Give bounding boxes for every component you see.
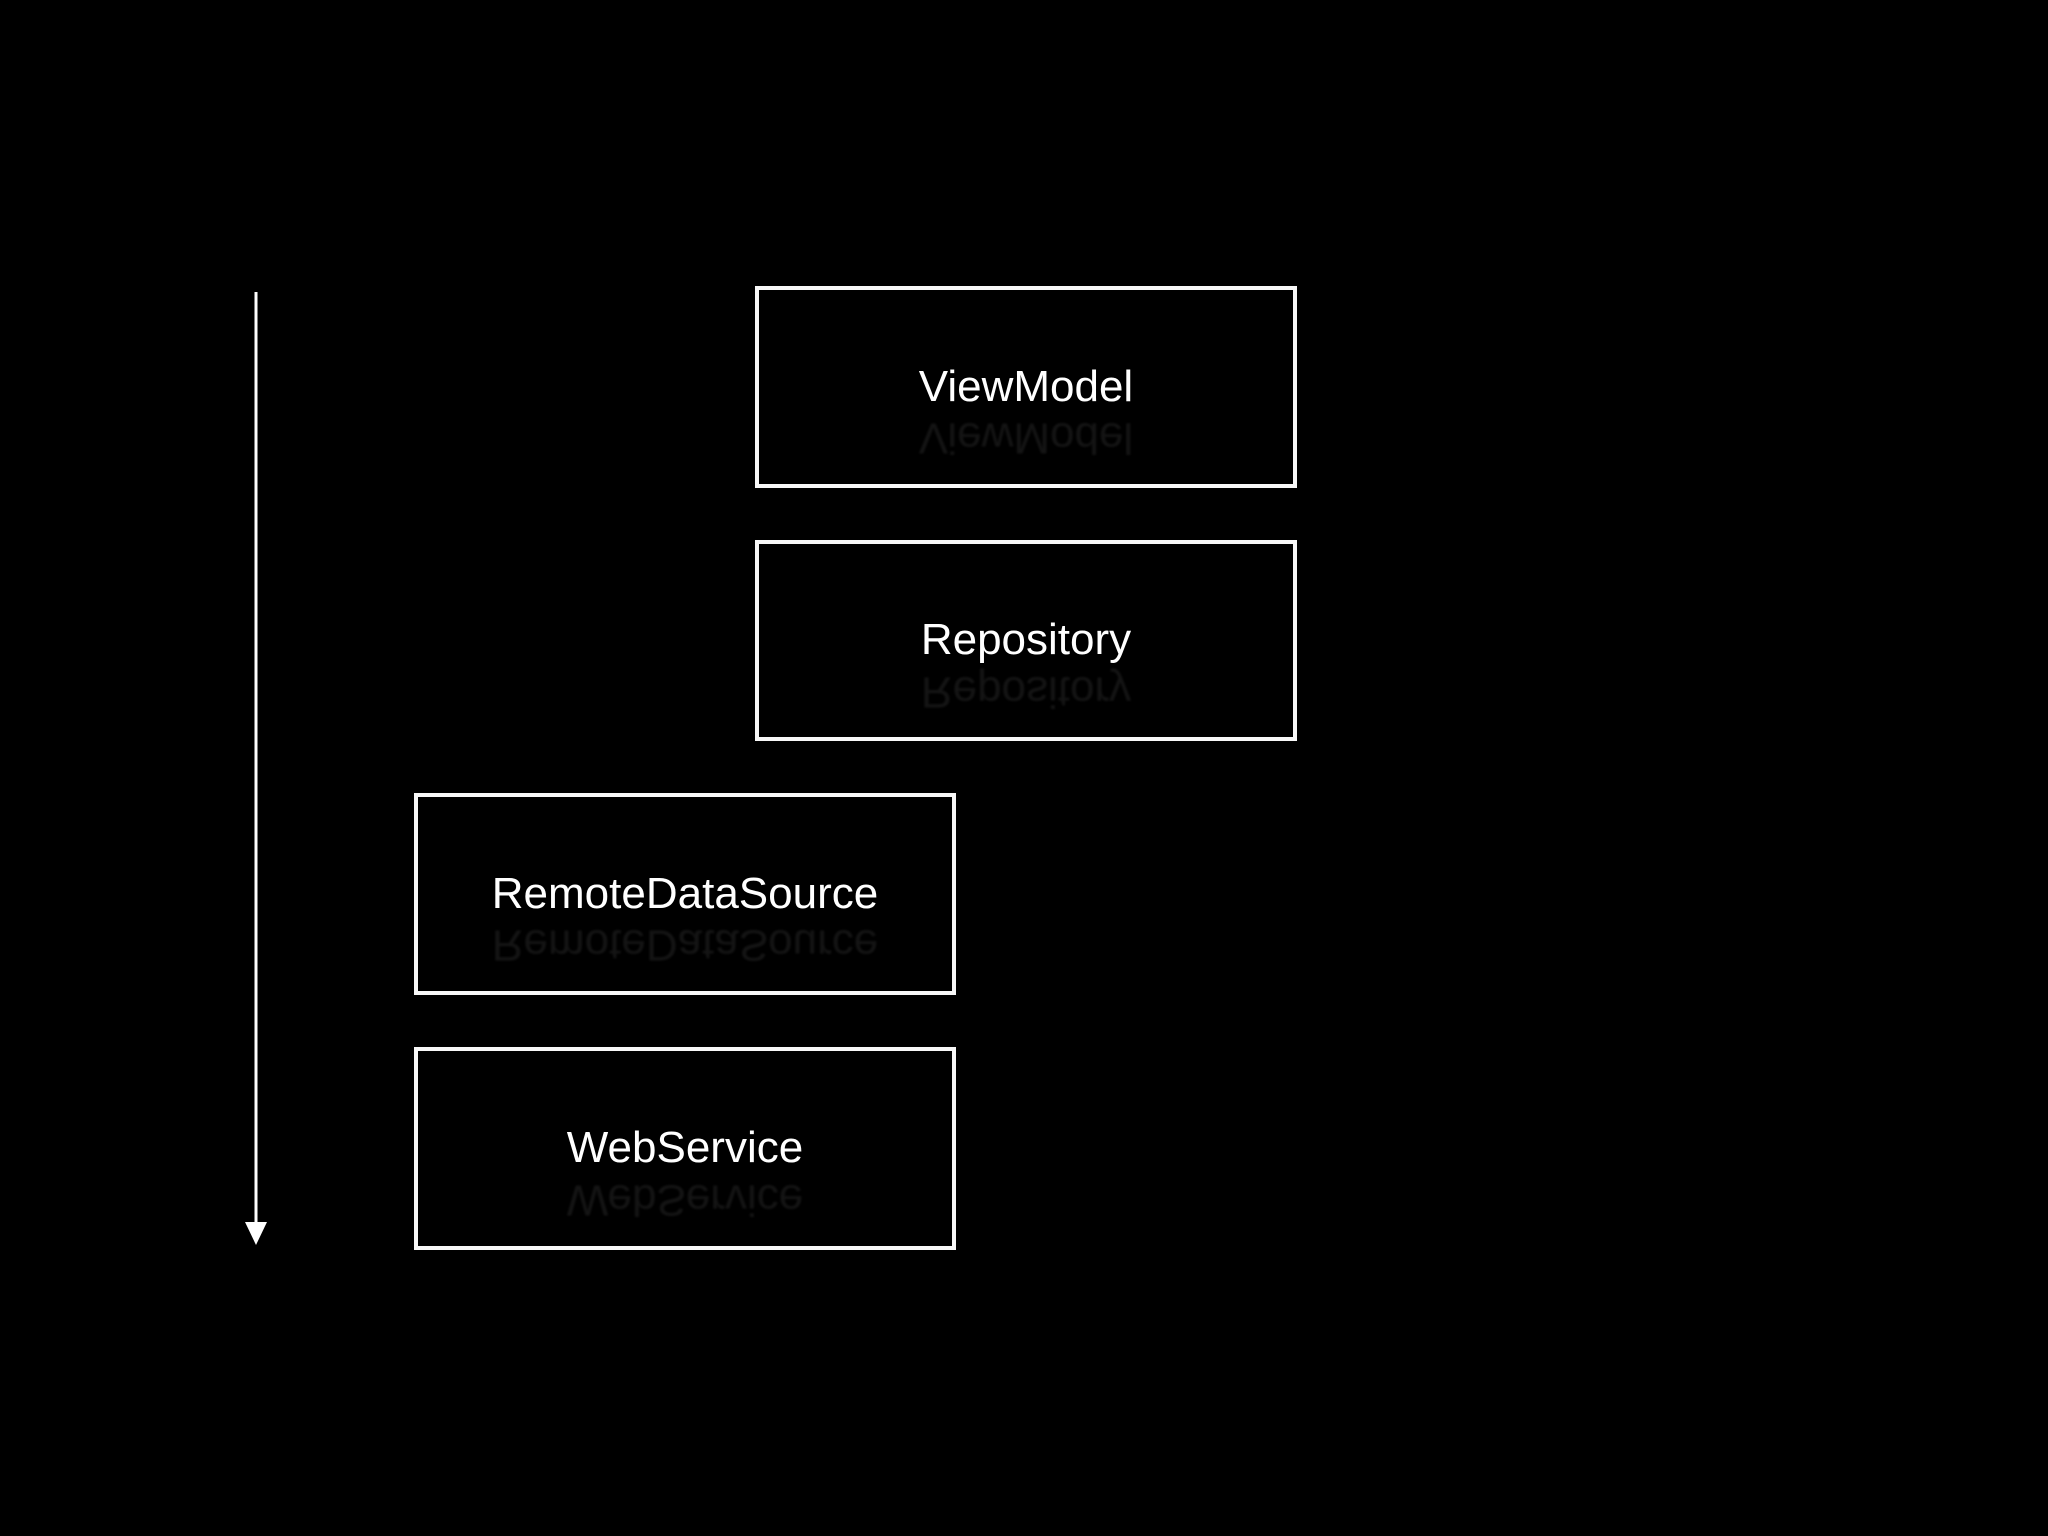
node-remote-data-source-label: RemoteDataSource (492, 869, 878, 918)
node-web-service-label: WebService (567, 1123, 803, 1172)
down-arrow (245, 292, 267, 1245)
node-viewmodel-label: ViewModel (919, 362, 1133, 411)
node-web-service: WebService (414, 1047, 956, 1250)
node-viewmodel: ViewModel (755, 286, 1297, 488)
node-repository: Repository (755, 540, 1297, 741)
node-repository-label: Repository (921, 615, 1131, 664)
node-remote-data-source: RemoteDataSource (414, 793, 956, 995)
